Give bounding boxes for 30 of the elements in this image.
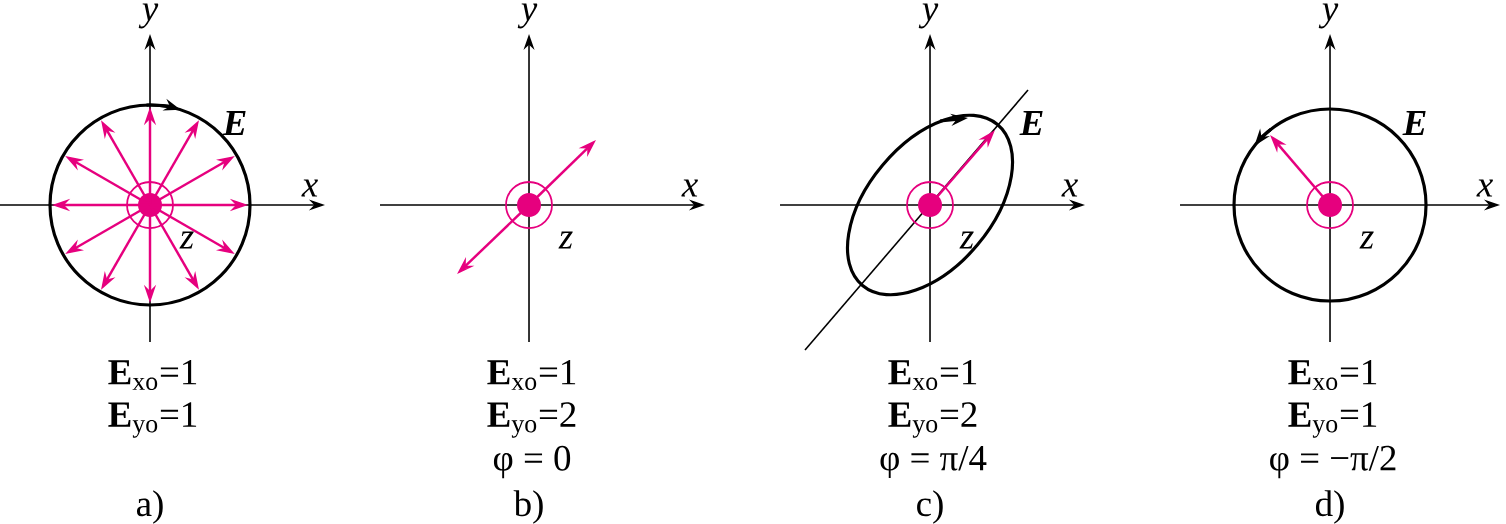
axis-label: y	[918, 3, 939, 29]
axis-label: z	[959, 231, 974, 249]
panel-label: d)	[1315, 490, 1344, 524]
vector-label: E	[222, 110, 246, 136]
equation: φ = π/4	[880, 445, 987, 479]
axis-label: x	[1061, 179, 1078, 197]
panel-label: c)	[917, 490, 943, 524]
equation: E$_{yo}$=1	[1288, 402, 1377, 438]
equation: φ = 0	[493, 445, 571, 479]
vector-label: E	[1019, 110, 1043, 136]
equation: φ = −π/2	[1270, 445, 1396, 479]
axis-label: x	[681, 179, 698, 197]
equation: E$_{xo}$=1	[888, 359, 977, 391]
axis-label: y	[1318, 3, 1339, 29]
vector-label: E	[1402, 110, 1426, 136]
equation: E$_{yo}$=2	[888, 402, 977, 438]
axis-label: z	[1359, 231, 1374, 249]
axis-label: x	[1476, 179, 1493, 197]
equation: E$_{xo}$=1	[108, 359, 197, 391]
axis-label: y	[517, 3, 538, 29]
equation: E$_{yo}$=2	[487, 402, 576, 438]
equation: E$_{xo}$=1	[1288, 359, 1377, 391]
axis-label: z	[558, 231, 573, 249]
equation: E$_{xo}$=1	[487, 359, 576, 391]
panel-label: a)	[136, 490, 163, 524]
panel-label: b)	[513, 490, 543, 524]
axis-label: x	[301, 179, 318, 197]
axis-label: y	[138, 3, 159, 29]
axis-label: z	[179, 231, 194, 249]
equation: E$_{yo}$=1	[108, 402, 197, 438]
